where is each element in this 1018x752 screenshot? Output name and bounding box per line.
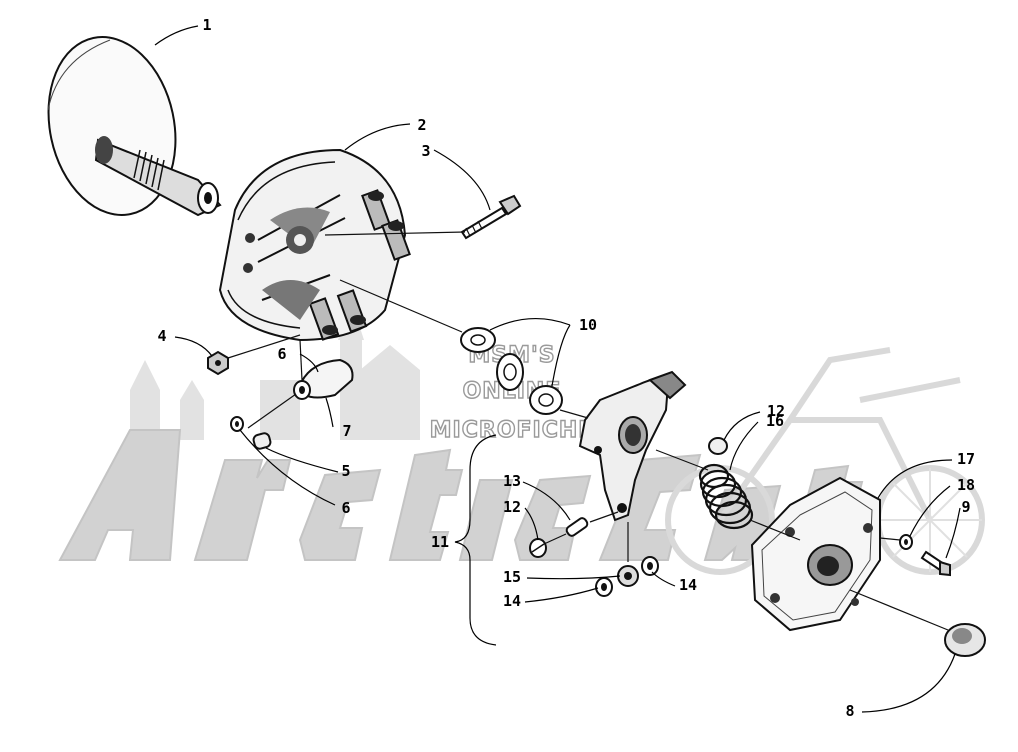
pin xyxy=(565,517,589,537)
cap xyxy=(944,623,986,657)
callout-3: 3 xyxy=(421,142,430,160)
bushing xyxy=(617,565,639,587)
callout-13: 13 xyxy=(503,472,521,490)
assembly-lines xyxy=(227,231,949,631)
callout-2: 2 xyxy=(417,116,426,134)
bolt xyxy=(920,550,951,577)
callout-14b: 14 xyxy=(679,576,697,594)
callout-4: 4 xyxy=(157,327,166,345)
movable-sheave xyxy=(218,148,411,342)
washer xyxy=(641,556,659,576)
callout-8: 8 xyxy=(845,702,854,720)
drive-sheave xyxy=(47,36,222,217)
callout-5: 5 xyxy=(341,462,350,480)
watermark-line-1: MSM'S xyxy=(468,343,555,368)
callout-11: 11 xyxy=(431,533,449,551)
spider-assembly xyxy=(578,370,687,522)
callout-16: 16 xyxy=(766,412,784,430)
callout-9: 9 xyxy=(961,498,970,516)
callout-17: 17 xyxy=(957,450,975,468)
callout-10: 10 xyxy=(579,316,597,334)
shim-washers xyxy=(460,327,563,415)
washer xyxy=(595,577,613,597)
watermark-line-3: MICROFICHE xyxy=(430,418,595,443)
callout-6b: 6 xyxy=(341,499,350,517)
roller xyxy=(252,432,272,450)
bolt xyxy=(460,194,522,240)
button xyxy=(529,538,547,558)
callout-12a: 12 xyxy=(767,402,785,420)
callout-6a: 6 xyxy=(277,345,286,363)
callout-labels: 1 2 3 4 5 6 6 7 8 9 10 11 12 12 13 14 14… xyxy=(157,16,975,720)
callout-18: 18 xyxy=(957,476,975,494)
callout-14a: 14 xyxy=(503,592,521,610)
cover xyxy=(750,476,881,632)
weight-arm xyxy=(293,358,354,400)
spring xyxy=(698,463,754,530)
nut xyxy=(207,350,229,376)
leader-lines xyxy=(154,25,961,713)
callout-1: 1 xyxy=(202,16,211,34)
washer xyxy=(230,416,244,432)
callout-12b: 12 xyxy=(503,498,521,516)
button xyxy=(708,437,728,455)
callout-15: 15 xyxy=(503,568,521,586)
callout-7: 7 xyxy=(342,422,351,440)
lock-washer xyxy=(899,534,913,550)
